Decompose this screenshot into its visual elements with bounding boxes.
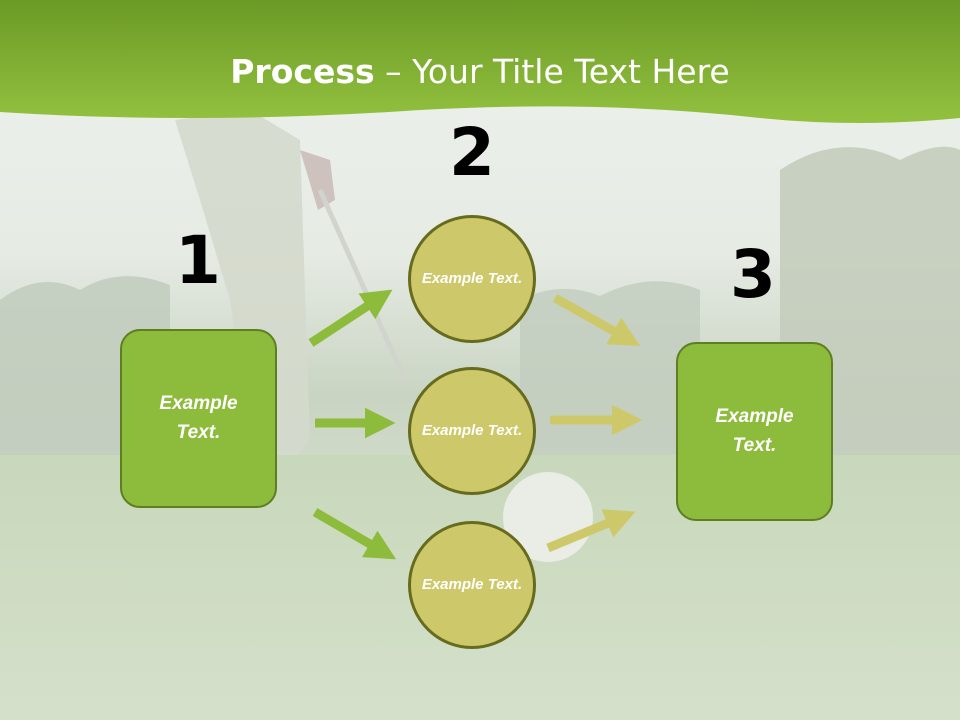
step-1-box: Example Text. [120, 329, 277, 508]
step-3-box: Example Text. [676, 342, 833, 521]
step-3-label: Example Text. [715, 406, 794, 456]
step-number-1: 1 [175, 222, 221, 299]
title-rest: – Your Title Text Here [374, 52, 730, 91]
step-number-2: 2 [449, 114, 495, 191]
arrow-to-top-circle [308, 289, 393, 347]
slide-title: Process – Your Title Text Here [0, 52, 960, 91]
step-number-3: 3 [730, 236, 776, 313]
step-2-circle-top: Example Text. [408, 215, 536, 343]
arrow-bottom-circle-to-step-3 [546, 509, 636, 553]
title-bold: Process [230, 52, 375, 91]
circle-bottom-label: Example Text. [421, 576, 523, 594]
step-2-circle-bottom: Example Text. [408, 521, 536, 649]
arrow-to-bottom-circle [312, 508, 397, 560]
arrow-top-circle-to-step-3 [552, 294, 641, 347]
step-1-label: Example Text. [159, 393, 238, 443]
circle-middle-label: Example Text. [421, 422, 523, 440]
step-2-circle-middle: Example Text. [408, 367, 536, 495]
circle-top-label: Example Text. [421, 270, 523, 288]
